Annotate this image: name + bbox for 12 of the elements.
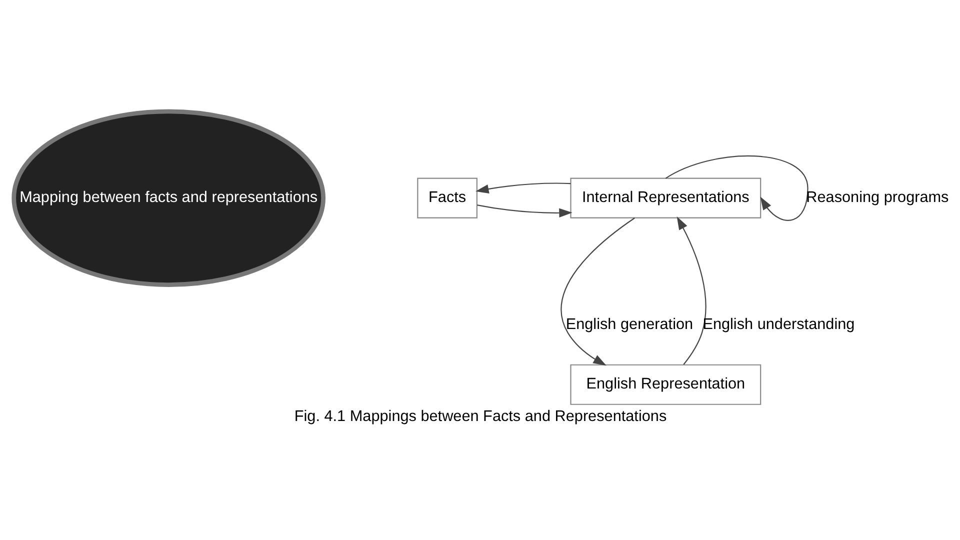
node-box: English Representation: [570, 364, 761, 404]
caption: Fig. 4.1 Mappings between Facts and Representations: [294, 408, 666, 425]
arrow: [475, 182, 570, 194]
node-ellipse: Mapping between facts and representations: [11, 108, 325, 286]
edge-label: English understanding: [702, 315, 854, 332]
edge-label: Reasoning programs: [806, 188, 948, 206]
arrow: [676, 216, 706, 364]
node-box: Internal Representations: [570, 177, 761, 218]
arrow: [560, 217, 634, 366]
edge-label: English generation: [565, 315, 693, 332]
node-box: Facts: [416, 177, 477, 218]
arrow: [476, 204, 572, 217]
